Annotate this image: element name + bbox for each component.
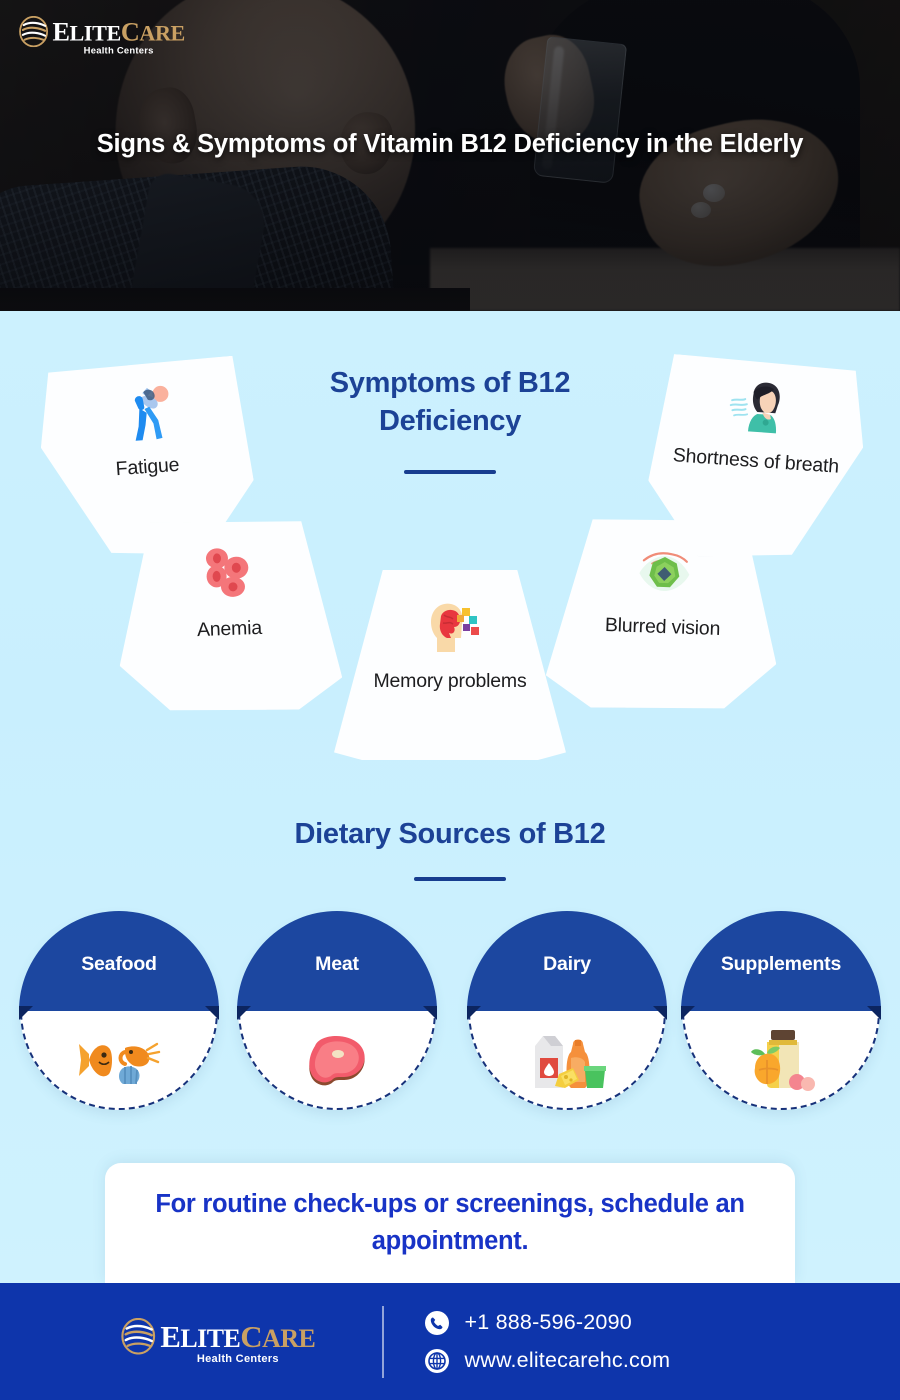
dietary-label: Supplements	[720, 952, 842, 975]
brain-head-icon	[417, 594, 483, 660]
dietary-label-cap: Dairy	[467, 911, 667, 1011]
dietary-heading-underline	[414, 877, 506, 881]
symptoms-heading: Symptoms of B12 Deficiency	[329, 367, 571, 438]
ribbon-tail-right	[867, 1006, 881, 1020]
red-blood-cells-icon	[193, 541, 261, 609]
logo-tagline: Health Centers	[196, 1353, 279, 1366]
symptoms-heading-underline	[404, 470, 496, 474]
dietary-label: Meat	[315, 952, 359, 975]
symptom-card-anemia[interactable]: Anemia	[115, 516, 344, 716]
phone-icon	[424, 1310, 450, 1336]
ribbon-tail-right	[205, 1006, 219, 1020]
hero-title: Signs & Symptoms of Vitamin B12 Deficien…	[96, 130, 804, 158]
symptom-label: Blurred vision	[604, 613, 721, 640]
logo-text-care: CARE	[120, 16, 185, 46]
ribbon-tail-left	[467, 1006, 481, 1020]
fish-shrimp-shell-icon	[73, 1024, 165, 1096]
symptom-card-fatigue[interactable]: Fatigue	[35, 355, 258, 565]
globe-icon	[424, 1348, 450, 1374]
ribbon-tail-right	[653, 1006, 667, 1020]
dietary-source-supplements[interactable]: Supplements	[681, 911, 881, 1110]
footer-phone-row[interactable]: +1 888-596-2090	[424, 1310, 671, 1336]
symptom-label: Memory problems	[373, 670, 527, 692]
dietary-source-dairy[interactable]: Dairy	[467, 911, 667, 1110]
person-breathing-icon	[724, 374, 794, 444]
dietary-source-meat[interactable]: Meat	[237, 911, 437, 1110]
ribbon-tail-left	[19, 1006, 33, 1020]
ribbon-tail-left	[681, 1006, 695, 1020]
tired-person-icon	[111, 378, 181, 448]
milk-cheese-yogurt-icon	[521, 1024, 613, 1096]
dietary-label-cap: Seafood	[19, 911, 219, 1011]
ribbon-tail-left	[237, 1006, 251, 1020]
logo-text-care: CARE	[240, 1318, 316, 1354]
ribbon-tail-right	[423, 1006, 437, 1020]
logo-text-elite: ELITE	[52, 16, 121, 46]
symptom-label: Anemia	[196, 616, 263, 642]
cta-text: For routine check-ups or screenings, sch…	[155, 1190, 745, 1255]
symptom-card-blurred-vision[interactable]: Blurred vision	[545, 514, 782, 714]
dietary-label-cap: Meat	[237, 911, 437, 1011]
elitecare-logo-icon	[120, 1317, 156, 1355]
symptom-label: Fatigue	[114, 453, 181, 481]
dietary-label: Dairy	[543, 952, 591, 975]
logo-tagline: Health Centers	[83, 46, 154, 57]
hero-overlay	[0, 0, 900, 311]
logo-text-elite: ELITE	[160, 1318, 241, 1354]
footer-contact: +1 888-596-2090 www.elitecarehc.com	[424, 1310, 671, 1374]
symptom-label: Shortness of breath	[672, 444, 840, 478]
dietary-label-cap: Supplements	[681, 911, 881, 1011]
symptom-card-shortness-of-breath[interactable]: Shortness of breath	[643, 353, 868, 567]
dietary-heading: Dietary Sources of B12	[294, 818, 606, 850]
footer-phone: +1 888-596-2090	[464, 1310, 632, 1334]
elitecare-logo-icon	[18, 15, 49, 48]
dietary-label: Seafood	[81, 952, 157, 975]
footer-website-row[interactable]: www.elitecarehc.com	[424, 1348, 671, 1374]
blurry-eye-icon	[630, 539, 698, 607]
footer-divider	[381, 1305, 384, 1378]
footer-website: www.elitecarehc.com	[464, 1348, 671, 1372]
cta-banner[interactable]: For routine check-ups or screenings, sch…	[105, 1163, 795, 1283]
steak-icon	[291, 1024, 383, 1096]
pill-bottle-fruit-icon	[735, 1024, 827, 1096]
dietary-source-seafood[interactable]: Seafood	[19, 911, 219, 1110]
